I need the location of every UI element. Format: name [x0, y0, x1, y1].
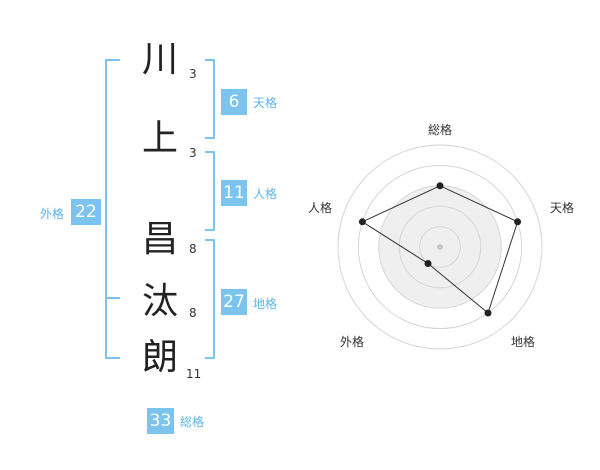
radar-axis-label-gaikaku: 外格 — [340, 335, 365, 349]
name-char-3: 昌 — [141, 219, 178, 260]
chikaku-label: 地格 — [253, 297, 278, 311]
radar-ring-4 — [357, 164, 523, 330]
radar-point-0 — [436, 182, 444, 190]
radar-point-4 — [358, 218, 366, 226]
stroke-count-4: 8 — [189, 306, 197, 320]
jinkaku-label: 人格 — [253, 187, 278, 201]
jinkaku-badge: 11 — [221, 180, 247, 206]
radar-grid — [337, 144, 543, 350]
radar-point-3 — [424, 260, 432, 267]
tenkaku-label: 天格 — [253, 96, 278, 110]
radar-axis-label-soukaku: 総格 — [428, 123, 453, 137]
name-char-1: 川 — [141, 39, 178, 80]
soukaku-badge: 33 — [147, 408, 174, 434]
stroke-count-3: 8 — [189, 242, 197, 256]
tenkaku-badge: 6 — [221, 89, 247, 115]
radar-series — [358, 182, 522, 317]
radar-point-2 — [484, 309, 492, 317]
name-char-4: 汰 — [141, 281, 178, 322]
radar-ring-5 — [337, 144, 543, 350]
stroke-count-5: 11 — [186, 367, 202, 381]
radar-axis-label-tenkaku: 天格 — [550, 201, 575, 215]
gaikaku-label: 外格 — [40, 207, 65, 221]
stroke-count-2: 3 — [189, 146, 197, 160]
gaikaku-badge: 22 — [71, 199, 101, 225]
radar-point-1 — [514, 218, 522, 226]
stroke-count-1: 3 — [189, 67, 197, 81]
chikaku-badge: 27 — [221, 289, 247, 315]
radar-ring-2 — [398, 205, 482, 289]
soukaku-label: 総格 — [180, 415, 205, 429]
name-char-2: 上 — [141, 118, 178, 159]
radar-series-polygon — [361, 185, 519, 314]
radar-center — [437, 244, 443, 250]
radar-axis-label-chikaku: 地格 — [511, 335, 536, 349]
name-char-5: 朗 — [141, 337, 178, 378]
radar-ring-1 — [419, 226, 461, 268]
radar-axis-label-jinkaku: 人格 — [308, 201, 333, 215]
